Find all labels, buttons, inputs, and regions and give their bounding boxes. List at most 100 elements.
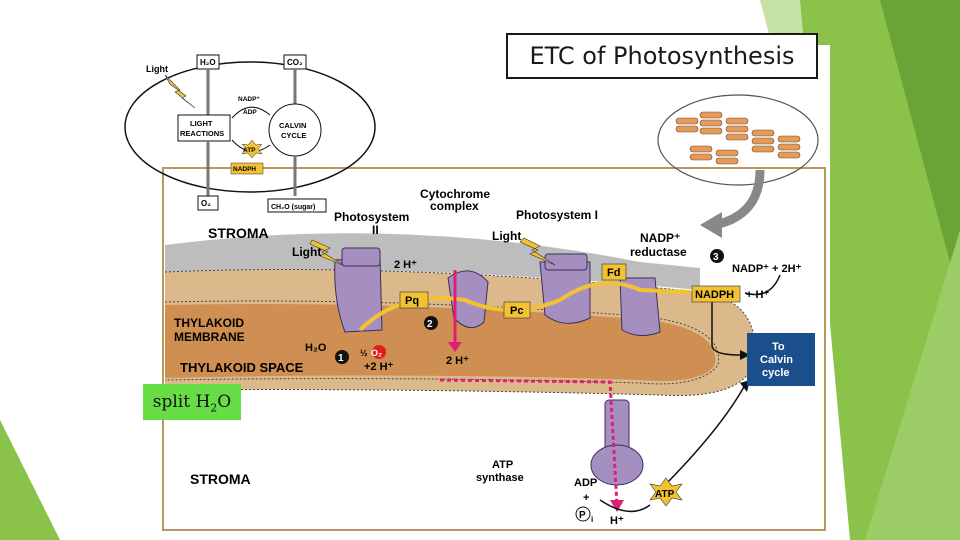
label-to-calvin-3: cycle — [762, 367, 790, 379]
photosystem-i-protein — [539, 253, 591, 324]
split-water-caption: split H2O — [143, 384, 241, 420]
label-nadp-reductase-2: reductase — [630, 245, 687, 259]
label-to-calvin-2: Calvin — [760, 354, 793, 366]
label-stroma-top: STROMA — [208, 225, 269, 241]
inset-atp: ATP — [243, 147, 256, 154]
label-h2o-main: H₂O — [305, 342, 327, 354]
slide-title-box: ETC of Photosynthesis — [506, 33, 818, 79]
label-fd: Fd — [607, 267, 620, 279]
label-pi: P — [579, 510, 586, 521]
proton-arrow-head-atp — [610, 500, 624, 512]
label-plus: + — [583, 492, 589, 504]
inset-calvin-1: CALVIN — [279, 121, 306, 130]
arrow-head-calvin — [740, 350, 750, 360]
inset-o2: O₂ — [201, 199, 211, 208]
proton-flow-path — [439, 378, 619, 506]
label-o2: O₂ — [371, 348, 382, 358]
photosystem-ii-protein — [334, 247, 383, 333]
inset-sugar-box — [267, 198, 327, 213]
label-plus-2h: +2 H⁺ — [364, 361, 394, 373]
label-light-right: Light — [492, 229, 521, 243]
label-photosystem-ii-1: Photosystem — [334, 210, 409, 224]
inset-calvin-circle — [268, 103, 322, 157]
label-to-calvin-1: To — [772, 341, 785, 353]
label-stroma-bottom: STROMA — [190, 471, 251, 487]
step-3-badge — [710, 249, 724, 263]
figure-panel-frame — [162, 167, 826, 531]
arrow-atp-to-calvin — [659, 384, 746, 491]
proton-arrow-head-cyt — [448, 342, 462, 352]
inset-atp-burst — [241, 139, 263, 159]
label-atp-synthase-1: ATP — [492, 459, 513, 471]
atp-synthase-protein — [590, 399, 644, 486]
label-nadph: NADPH — [695, 289, 734, 301]
arrow-nadp-to-nadph — [744, 274, 781, 296]
label-photosystem-i: Photosystem I — [516, 208, 598, 222]
arrow-nadph-to-calvin — [711, 296, 741, 356]
inset-h2o: H₂O — [200, 58, 216, 67]
lightning-icon-ps1 — [519, 237, 556, 266]
inset-calvin-2: CYCLE — [281, 131, 306, 140]
label-pq: Pq — [405, 295, 419, 307]
o2-marker — [372, 345, 386, 359]
inset-light: Light — [146, 64, 168, 74]
inset-light-reactions-1: LIGHT — [190, 119, 213, 128]
label-two-h-top: 2 H⁺ — [394, 259, 417, 271]
label-thylakoid-membrane-1: THYLAKOID — [174, 316, 244, 330]
inset-lightning-icon — [164, 74, 196, 109]
pc-box — [503, 301, 531, 319]
label-thylakoid-space: THYLAKOID SPACE — [180, 360, 304, 375]
green-band-right — [880, 0, 960, 300]
inset-overview: Light H₂O CO₂ LIGHT REACTIONS CALVIN CYC… — [124, 54, 376, 213]
nadph-box — [691, 285, 741, 303]
label-two-h-bottom: 2 H⁺ — [446, 355, 469, 367]
caption-prefix: split H — [152, 392, 211, 412]
chloroplast-thumbnail — [657, 94, 819, 238]
zoom-arrow — [713, 169, 765, 230]
label-h-plus: H⁺ — [610, 515, 624, 527]
label-adp: ADP — [574, 477, 597, 489]
label-nadp-reductase-1: NADP⁺ — [640, 231, 680, 245]
membrane-inner-line — [164, 300, 720, 385]
label-atp: ATP — [655, 489, 675, 500]
inset-adp: ADP — [243, 109, 257, 116]
to-calvin-box — [747, 333, 815, 386]
lightning-icon-ps2 — [309, 239, 346, 267]
inset-co2: CO₂ — [287, 58, 303, 67]
arrow-adp-to-atp — [599, 499, 651, 513]
green-band-bottom — [865, 230, 960, 540]
label-pc: Pc — [510, 305, 523, 317]
inset-light-reactions-box — [177, 114, 231, 142]
zoom-arrow-head — [700, 212, 722, 238]
thylakoid-space — [165, 304, 716, 381]
label-light-left: Light — [292, 245, 321, 259]
green-band-left-bottom — [0, 420, 60, 540]
pi-circle — [575, 506, 591, 522]
caption-subscript: 2 — [210, 401, 218, 415]
label-cytochrome-2: complex — [430, 199, 479, 213]
caption-suffix: O — [217, 392, 232, 412]
label-plus-h: + H⁺ — [746, 289, 769, 301]
inset-chloroplast — [124, 61, 376, 193]
step-1-badge — [335, 350, 349, 364]
inset-nadph-box — [230, 162, 264, 175]
fd-box — [601, 263, 627, 281]
atp-burst — [649, 477, 683, 507]
label-pi-sub: i — [591, 515, 593, 524]
inset-nadph: NADPH — [233, 166, 256, 173]
label-nadp-plus-2h: NADP⁺ + 2H⁺ — [732, 263, 802, 275]
slide-title: ETC of Photosynthesis — [529, 42, 795, 70]
label-half: ½ — [360, 348, 368, 358]
label-step1: 1 — [338, 353, 344, 364]
inset-cycle-arrow-top — [231, 106, 271, 119]
pq-box — [399, 291, 429, 309]
label-photosystem-ii-2: II — [372, 223, 379, 237]
label-atp-synthase-2: synthase — [476, 472, 524, 484]
inset-o2-box — [197, 195, 219, 211]
inset-sugar: CH₂O (sugar) — [271, 204, 315, 211]
label-thylakoid-membrane-2: MEMBRANE — [174, 330, 245, 344]
step-2-badge — [424, 316, 438, 330]
chloroplast-outer — [657, 94, 819, 186]
